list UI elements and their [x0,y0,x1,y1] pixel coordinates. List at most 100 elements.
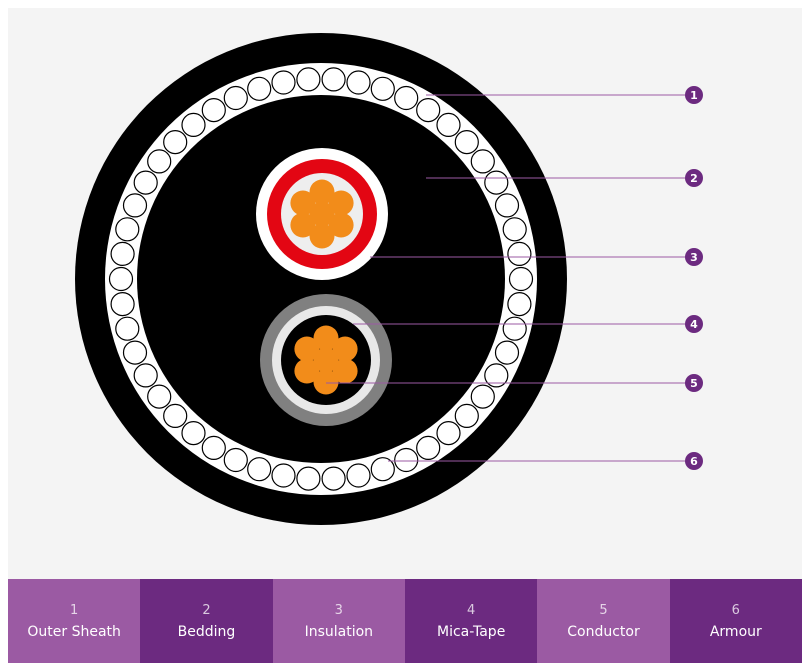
armour-wire [370,457,395,482]
legend-item-outer-sheath[interactable]: 1 Outer Sheath [8,579,141,663]
callout-marker [685,248,703,266]
armour-wire [454,403,479,428]
callout-marker [685,169,703,187]
armour-wire [454,130,479,155]
armour-wire [271,463,296,488]
legend-label: Insulation [304,623,374,640]
conductor-strand [313,325,339,351]
armour-wire [247,457,272,482]
legend-label: Mica-Tape [436,623,506,640]
legend-item-conductor[interactable]: 5 Conductor [537,579,670,663]
armour-wire [394,85,419,111]
armour-wire [201,97,226,123]
legend-label: Armour [709,623,762,640]
legend-number: 4 [467,602,476,618]
armour-wire [394,447,419,473]
armour-wire [247,76,272,101]
callout-number: 4 [690,318,698,331]
callout-marker [685,452,703,470]
armour-wire [110,241,135,266]
legend-item-bedding[interactable]: 2 Bedding [140,579,273,663]
cable-cross-section-panel: 1 2 3 4 5 6 [8,8,802,579]
armour-wire [508,266,534,292]
conductor-strand [313,347,339,373]
armour-wire [416,435,441,460]
armour-wire [502,316,527,341]
armour-wire [110,292,135,317]
armour-wire [416,97,441,123]
cable-cross-section [75,33,567,525]
armour-wire [436,112,461,138]
armour-wire [133,363,158,388]
legend-item-insulation[interactable]: 3 Insulation [272,579,405,663]
conductor-strand [294,336,320,362]
upper-conductor-strand [290,190,316,216]
armour-wire [122,193,148,218]
legend-number: 1 [70,602,79,618]
legend-item-mica-tape[interactable]: 4 Mica-Tape [404,579,538,663]
legend-label: Bedding [177,623,236,640]
armour-wire [436,421,461,446]
armour-wire [502,217,527,242]
callout-marker [685,86,703,104]
armour-wire [122,340,148,365]
armour-wire [181,112,206,138]
upper-conductor-strand [309,223,335,249]
callout-number: 2 [690,172,698,185]
upper-conductor-strand [309,179,335,205]
armour-wire [296,466,321,491]
armour-wire [370,76,395,101]
armour-wire [484,170,509,195]
armour-wire [163,130,188,155]
armour-wire [115,316,140,341]
callout-marker [685,315,703,333]
armour-wire [147,149,172,174]
upper-conductor-strand [328,190,354,216]
armour-wire [346,70,371,95]
callout-number: 3 [690,251,698,264]
conductor-strand [294,358,320,384]
legend-number: 3 [334,602,343,618]
armour-wire [223,447,248,473]
conductor-strand [332,336,358,362]
armour-wire [494,193,520,218]
armour-wire [147,384,172,409]
armour-wire [108,266,134,292]
armour-wire [494,340,520,365]
armour-wire [296,67,321,92]
armour-wire [484,363,509,388]
armour-wire [507,292,532,317]
armour-wire [223,85,248,111]
upper-conductor-strand [328,212,354,238]
callout-number: 6 [690,455,698,468]
upper-conductor-strand [309,201,335,227]
armour-wire [271,70,296,95]
armour-wire [470,384,495,409]
callout-markers: 1 2 3 4 5 6 [326,86,703,470]
legend-number: 2 [202,602,211,618]
armour-wire [470,149,495,174]
armour-wire [201,435,226,460]
armour-wire [321,67,346,92]
legend-item-armour[interactable]: 6 Armour [669,579,802,663]
armour-wire [507,241,532,266]
callout-number: 5 [690,377,698,390]
cable-cross-section-diagram: 1 2 3 4 5 6 [75,33,703,525]
component-legend-bar: 1 Outer Sheath 2 Bedding 3 Insulation 4 … [8,579,802,663]
legend-label: Outer Sheath [27,623,121,640]
callout-number: 1 [690,89,698,102]
armour-wire [346,463,371,488]
upper-conductor-strand [290,212,316,238]
conductor-strand [313,369,339,395]
armour-wire [321,466,346,491]
armour-wire [133,170,158,195]
conductor-strand [332,358,358,384]
legend-number: 6 [731,602,740,618]
armour-wire [181,421,206,446]
armour-wire [115,217,140,242]
legend-number: 5 [599,602,608,618]
callout-marker [685,374,703,392]
armour-wire [163,403,188,428]
legend-label: Conductor [567,623,640,640]
